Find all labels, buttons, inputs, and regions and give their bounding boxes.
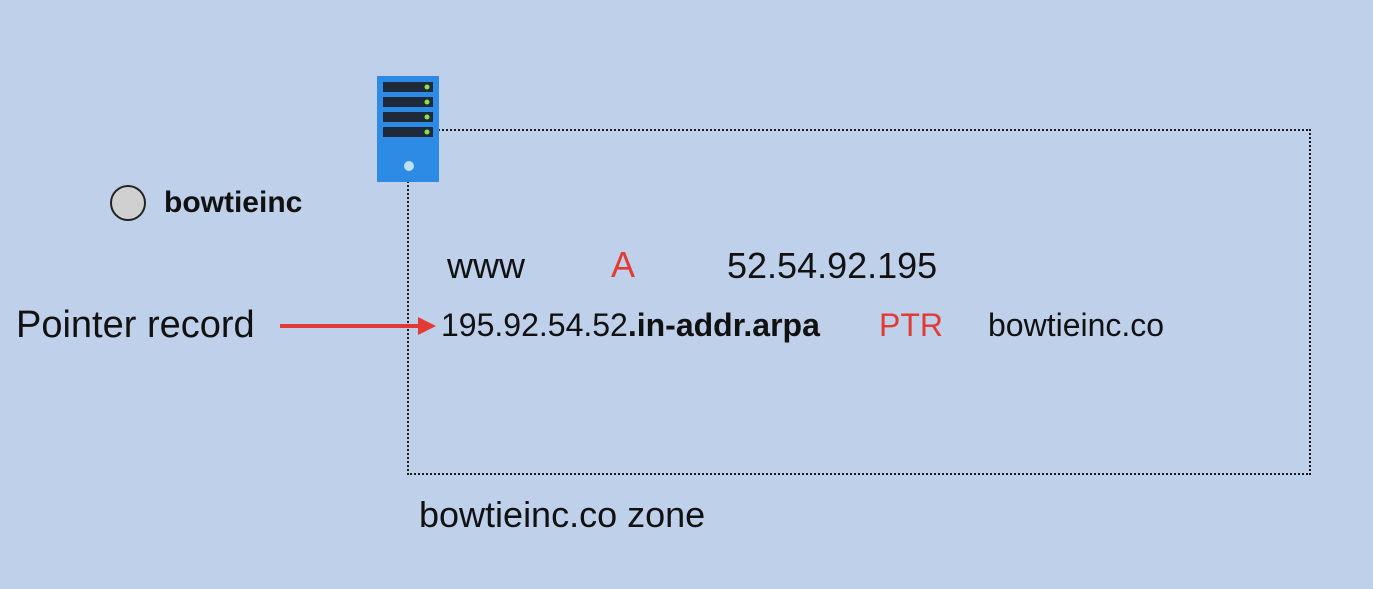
organization-circle-icon (110, 185, 146, 221)
a-record-type: A (611, 244, 636, 285)
zone-label: bowtieinc.co zone (419, 494, 706, 535)
a-record-name: www (447, 245, 525, 286)
ptr-record-value: bowtieinc.co (988, 307, 1165, 343)
ptr-record-name: 195.92.54.52.in-addr.arpa (441, 307, 820, 344)
a-record-value: 52.54.92.195 (727, 245, 938, 286)
server-icon (377, 76, 439, 182)
ptr-record-suffix: .in-addr.arpa (627, 307, 820, 343)
pointer-record-label: Pointer record (16, 304, 255, 346)
ptr-record-type: PTR (879, 307, 943, 343)
organization-name: bowtieinc (164, 186, 303, 219)
zone-boundary (407, 129, 1311, 475)
arrow-right-icon (280, 317, 436, 335)
ptr-record-ip: 195.92.54.52 (441, 307, 628, 343)
